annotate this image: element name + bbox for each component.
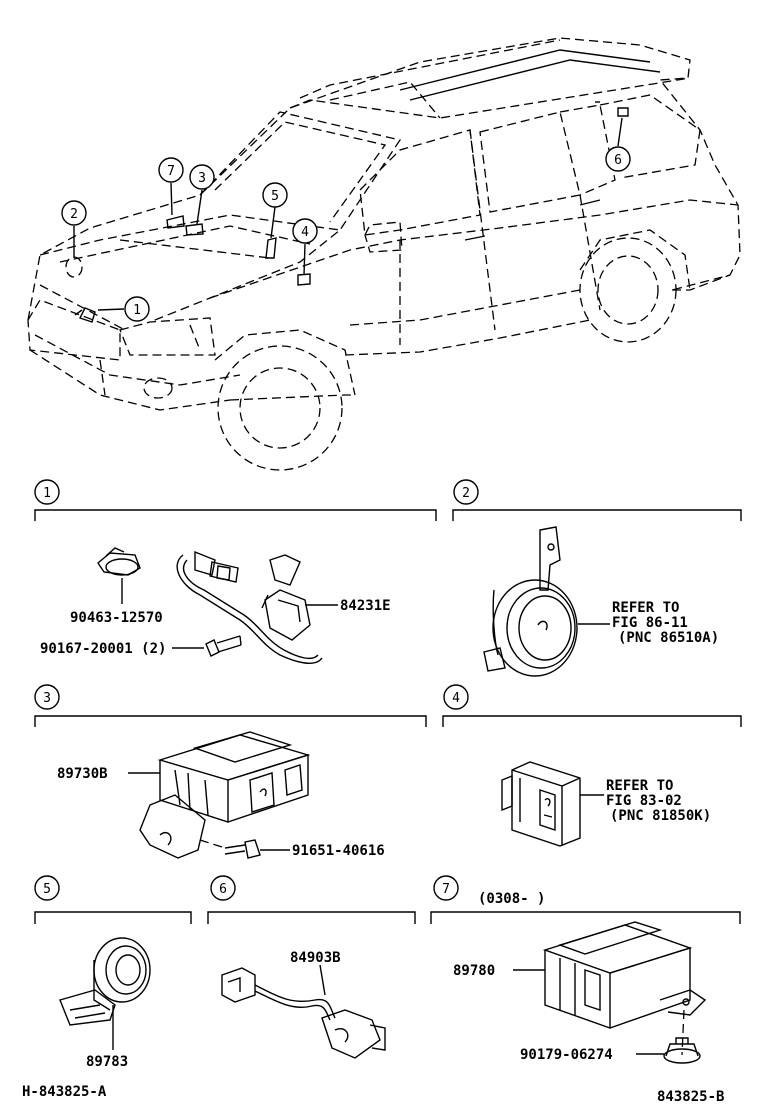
hood-courtesy-switch [176, 550, 338, 664]
harness-part-number: 84903B [290, 950, 341, 966]
section-2-bracket [452, 509, 742, 521]
section-7-date-range: (0308- ) [478, 891, 545, 907]
nut-part-number: 90179-06274 [520, 1047, 613, 1063]
vehicle-callout-1: 1 [124, 296, 150, 322]
ecu-part [513, 921, 707, 1056]
section-2: 2 REFER TO FIG 86-11 (PNC 86510A) [452, 479, 742, 677]
clip-part-number: 90463-12570 [70, 610, 163, 626]
bolt-part-number: 90167-20001 (2) [40, 641, 166, 657]
section-6-number: 6 [219, 882, 227, 897]
section-1: 1 90463-12570 90167-20001 (2) [34, 479, 437, 664]
vehicle-callout-4: 4 [292, 218, 318, 244]
section-3-number: 3 [43, 691, 51, 706]
svg-text:FIG 86-11: FIG 86-11 [612, 615, 688, 631]
section-1-number: 1 [43, 486, 51, 501]
svg-text:2: 2 [70, 207, 78, 222]
section-1-bracket [34, 509, 437, 521]
section-5-number: 5 [43, 882, 51, 897]
section-7-badge [433, 875, 459, 901]
security-computer-part [128, 731, 311, 859]
section-3: 3 89730B 91651-40616 [34, 684, 427, 859]
section-4-bracket [442, 715, 742, 727]
svg-text:REFER TO: REFER TO [606, 778, 673, 794]
transponder-coil-part [59, 937, 151, 1050]
section-4: 4 REFER TO FIG 83-02 (PNC 81850K) [442, 684, 742, 847]
clip-part [97, 547, 141, 604]
vehicle-callout-6: 6 [605, 146, 631, 172]
vehicle-callout-5: 5 [262, 182, 288, 208]
wire-harness-part [221, 964, 386, 1059]
bolt-part [172, 635, 242, 657]
footer-left-code: H-843825-A [22, 1084, 107, 1100]
svg-text:1: 1 [133, 303, 141, 318]
coil-part-number: 89783 [86, 1054, 128, 1070]
svg-text:FIG 83-02: FIG 83-02 [606, 793, 682, 809]
section-5-badge [34, 875, 60, 901]
section-4-badge [443, 684, 469, 710]
vehicle-callout-7: 7 [158, 157, 184, 183]
vehicle-illustration: 1 2 3 4 5 6 7 [27, 37, 741, 471]
section-5-bracket [34, 911, 192, 924]
section-6-bracket [207, 911, 416, 924]
screw-part [199, 839, 290, 859]
svg-text:3: 3 [198, 171, 206, 186]
svg-text:(PNC 81850K): (PNC 81850K) [610, 808, 711, 824]
section-2-number: 2 [462, 486, 470, 501]
section-3-bracket [34, 715, 427, 727]
section-2-badge [453, 479, 479, 505]
svg-text:REFER TO: REFER TO [612, 600, 679, 616]
ecu-part-number: 89780 [453, 963, 495, 979]
section-5: 5 89783 [34, 875, 192, 1070]
section-7-bracket [430, 911, 741, 924]
svg-text:6: 6 [614, 153, 622, 168]
screw-part-number: 91651-40616 [292, 843, 385, 859]
svg-text:4: 4 [301, 225, 309, 240]
section-7-number: 7 [442, 882, 450, 897]
computer-part-number: 89730B [57, 766, 108, 782]
footer-right-code: 843825-B [657, 1089, 724, 1105]
svg-text:7: 7 [167, 164, 175, 179]
svg-text:(PNC 86510A): (PNC 86510A) [618, 630, 719, 646]
section-3-badge [34, 684, 60, 710]
section-4-number: 4 [452, 691, 460, 706]
section-7: 7 (0308- ) 89780 90179-06274 [430, 875, 741, 1064]
nut-part [636, 1037, 701, 1064]
section-6-badge [210, 875, 236, 901]
svg-text:5: 5 [271, 189, 279, 204]
horn-part [483, 526, 578, 677]
vehicle-callout-3: 3 [189, 164, 215, 190]
section-6: 6 84903B [207, 875, 416, 1059]
vehicle-callout-2: 2 [61, 200, 87, 226]
indicator-switch-part [501, 761, 604, 847]
section-1-badge [34, 479, 60, 505]
switch-part-number: 84231E [340, 598, 391, 614]
horn-reference-note: REFER TO FIG 86-11 (PNC 86510A) [578, 600, 719, 646]
indicator-reference-note: REFER TO FIG 83-02 (PNC 81850K) [606, 778, 711, 824]
